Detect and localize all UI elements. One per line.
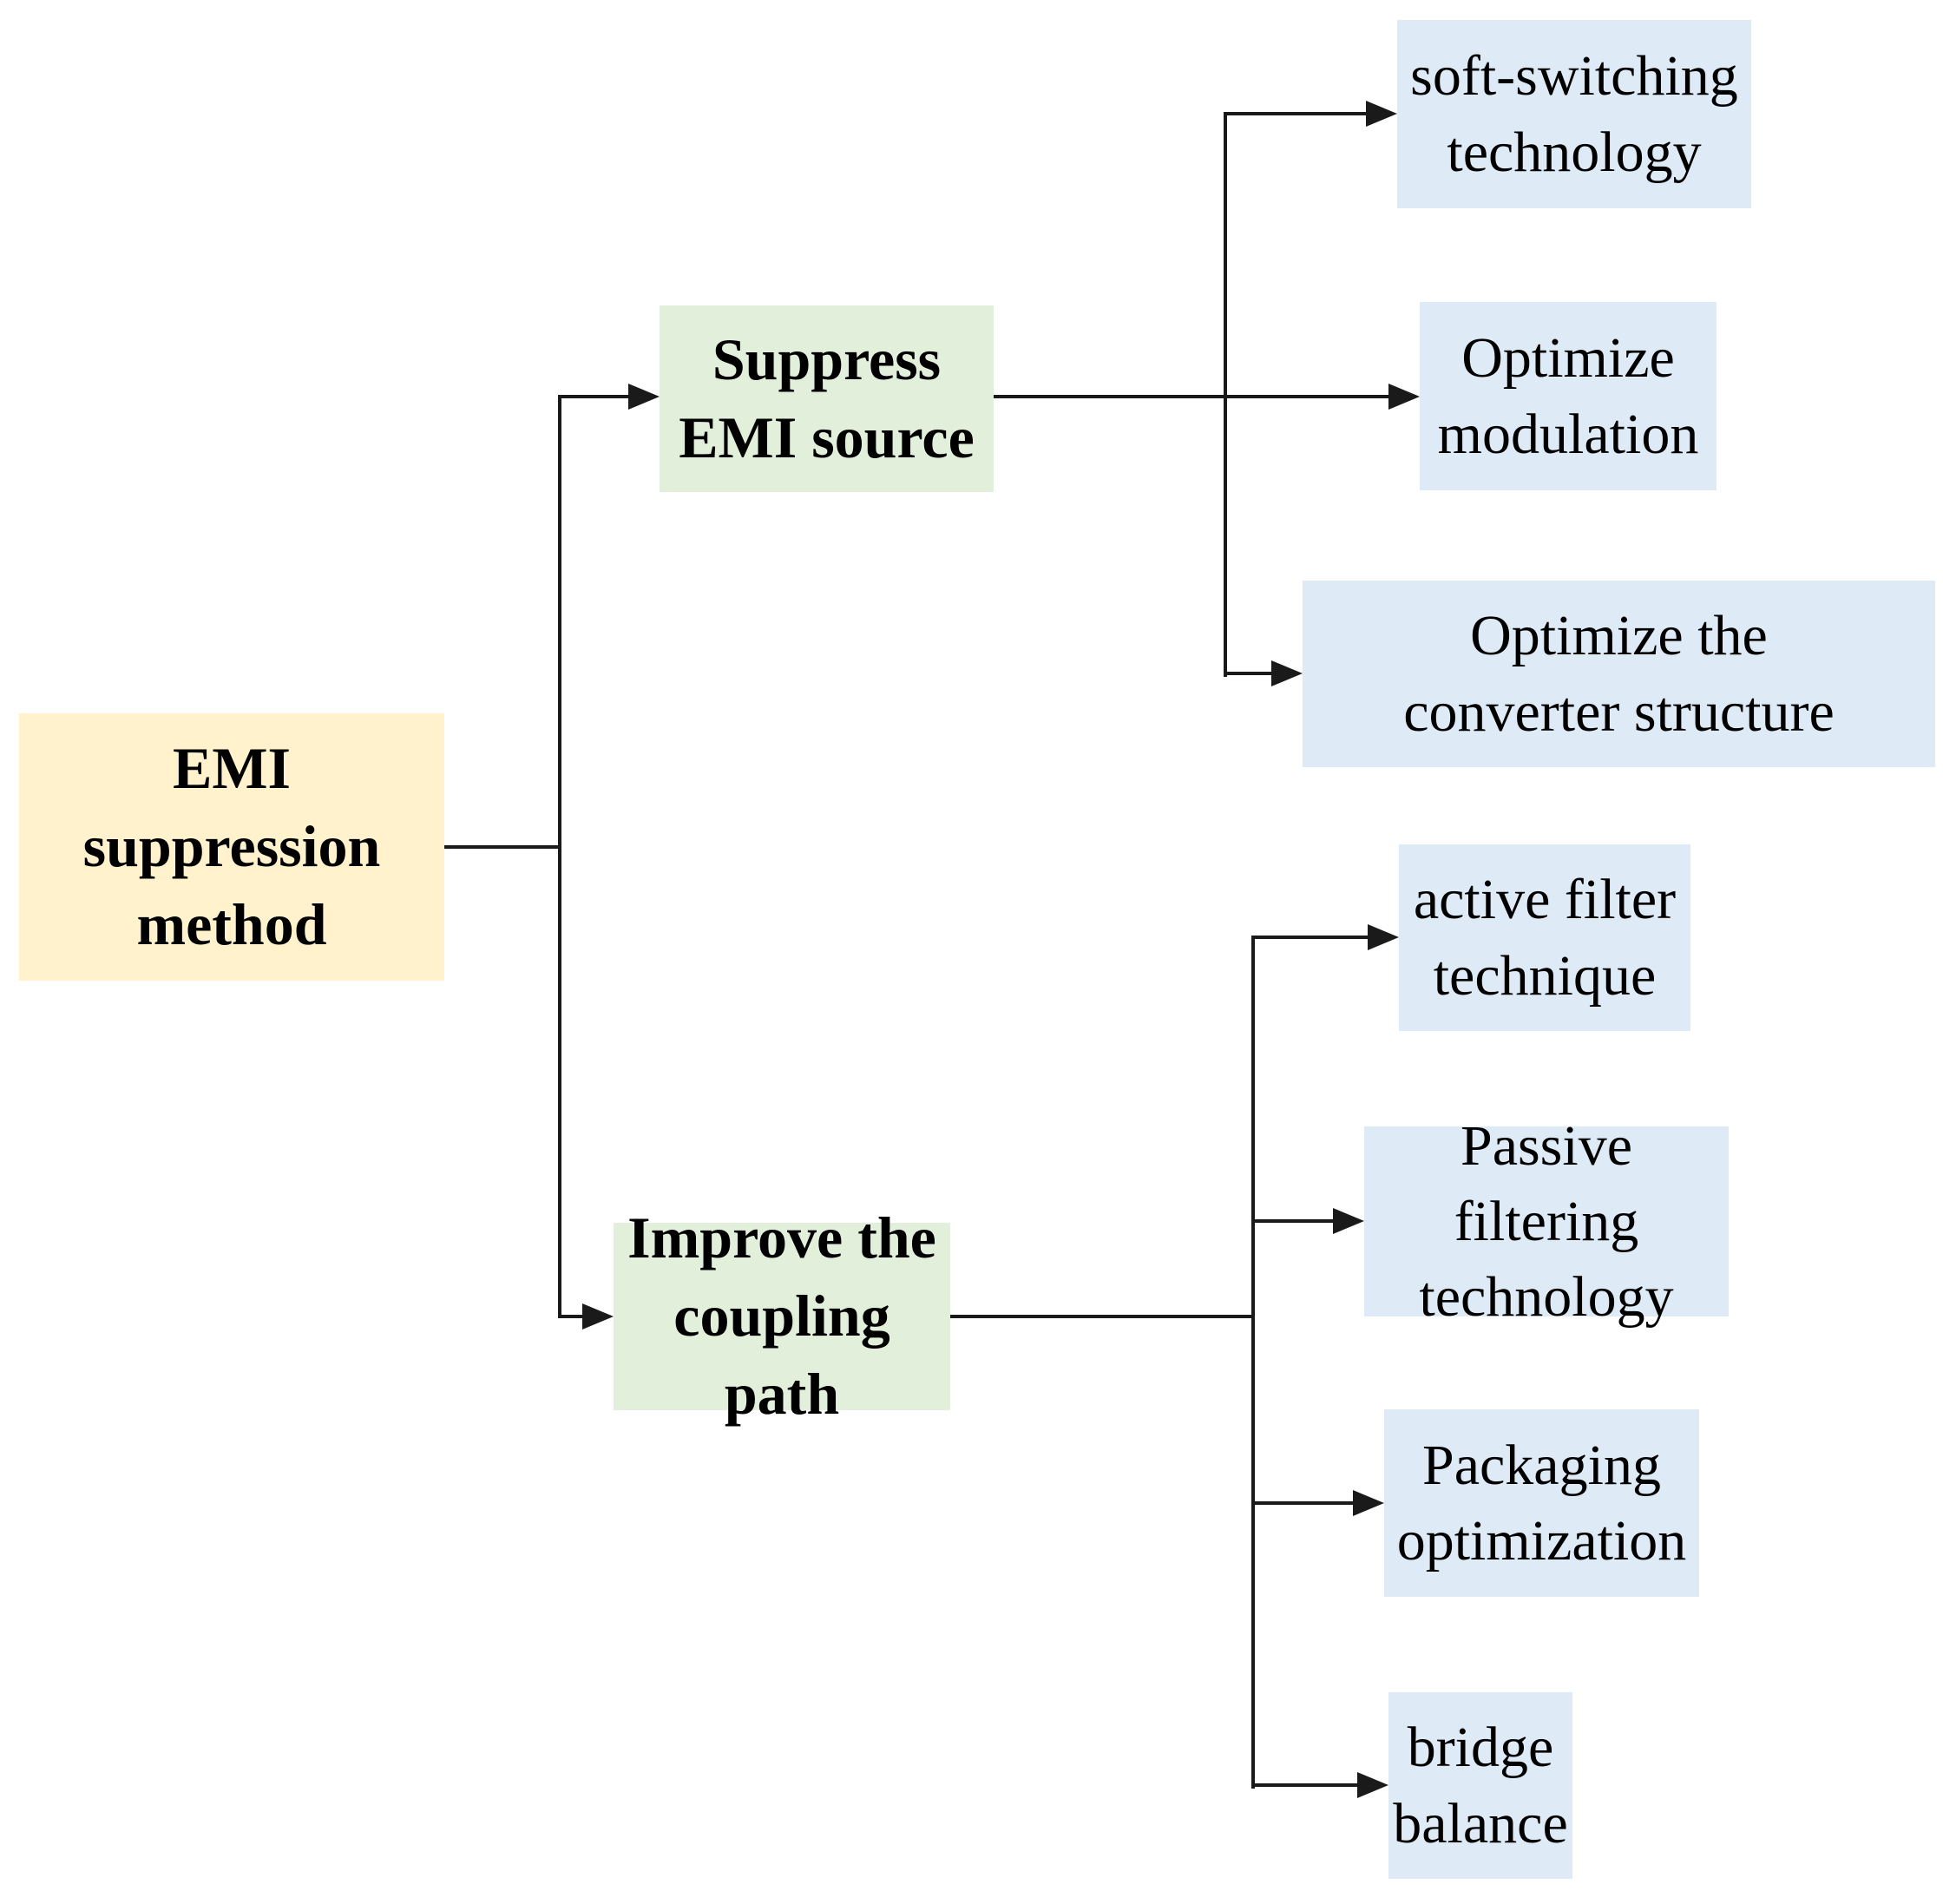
connector-to-converter-structure: [1225, 672, 1271, 675]
connector-to-bridge-balance: [1253, 1783, 1357, 1787]
connector-to-suppress-emi-source: [560, 395, 628, 398]
leaf-node-active-filter-technique: active filter technique: [1399, 844, 1690, 1031]
arrowhead-to-passive-filtering: [1333, 1208, 1364, 1234]
connector-to-passive-filtering: [1253, 1219, 1333, 1223]
connector-coupling-path-feed: [950, 1315, 1255, 1318]
arrowhead-to-soft-switching: [1366, 101, 1397, 127]
arrowhead-to-active-filter: [1368, 924, 1399, 950]
connector-suppress-source-feed: [994, 395, 1388, 398]
connector-trunk-branch1-leaves: [1224, 112, 1227, 677]
branch-node-suppress-emi-source: Suppress EMI source: [660, 305, 994, 492]
arrowhead-to-optimize-modulation: [1388, 384, 1420, 410]
branch-node-improve-coupling-path: Improve the coupling path: [614, 1205, 950, 1427]
leaf-node-bridge-balance: bridge balance: [1388, 1692, 1572, 1879]
connector-to-soft-switching: [1225, 112, 1366, 115]
connector-root-to-trunk: [444, 845, 561, 849]
arrowhead-to-improve-coupling-path: [582, 1303, 614, 1330]
leaf-node-soft-switching-technology: soft-switching technology: [1397, 20, 1751, 208]
leaf-node-packaging-optimization: Packaging optimization: [1384, 1409, 1699, 1597]
root-node-emi-suppression-method: EMI suppression method: [19, 713, 444, 981]
arrowhead-to-packaging-optimization: [1353, 1490, 1384, 1516]
leaf-node-passive-filtering-technology: Passive filtering technology: [1364, 1114, 1729, 1329]
connector-trunk-branches: [558, 395, 561, 1318]
arrowhead-to-suppress-emi-source: [628, 384, 660, 410]
connector-trunk-branch2-leaves: [1251, 936, 1255, 1789]
connector-to-active-filter: [1253, 936, 1368, 939]
arrowhead-to-converter-structure: [1271, 660, 1303, 686]
leaf-node-optimize-converter-structure: Optimize the converter structure: [1303, 581, 1935, 767]
connector-to-improve-coupling-path: [560, 1315, 582, 1318]
arrowhead-to-bridge-balance: [1357, 1772, 1388, 1798]
connector-to-packaging-optimization: [1253, 1501, 1353, 1505]
leaf-node-optimize-modulation: Optimize modulation: [1420, 302, 1717, 490]
